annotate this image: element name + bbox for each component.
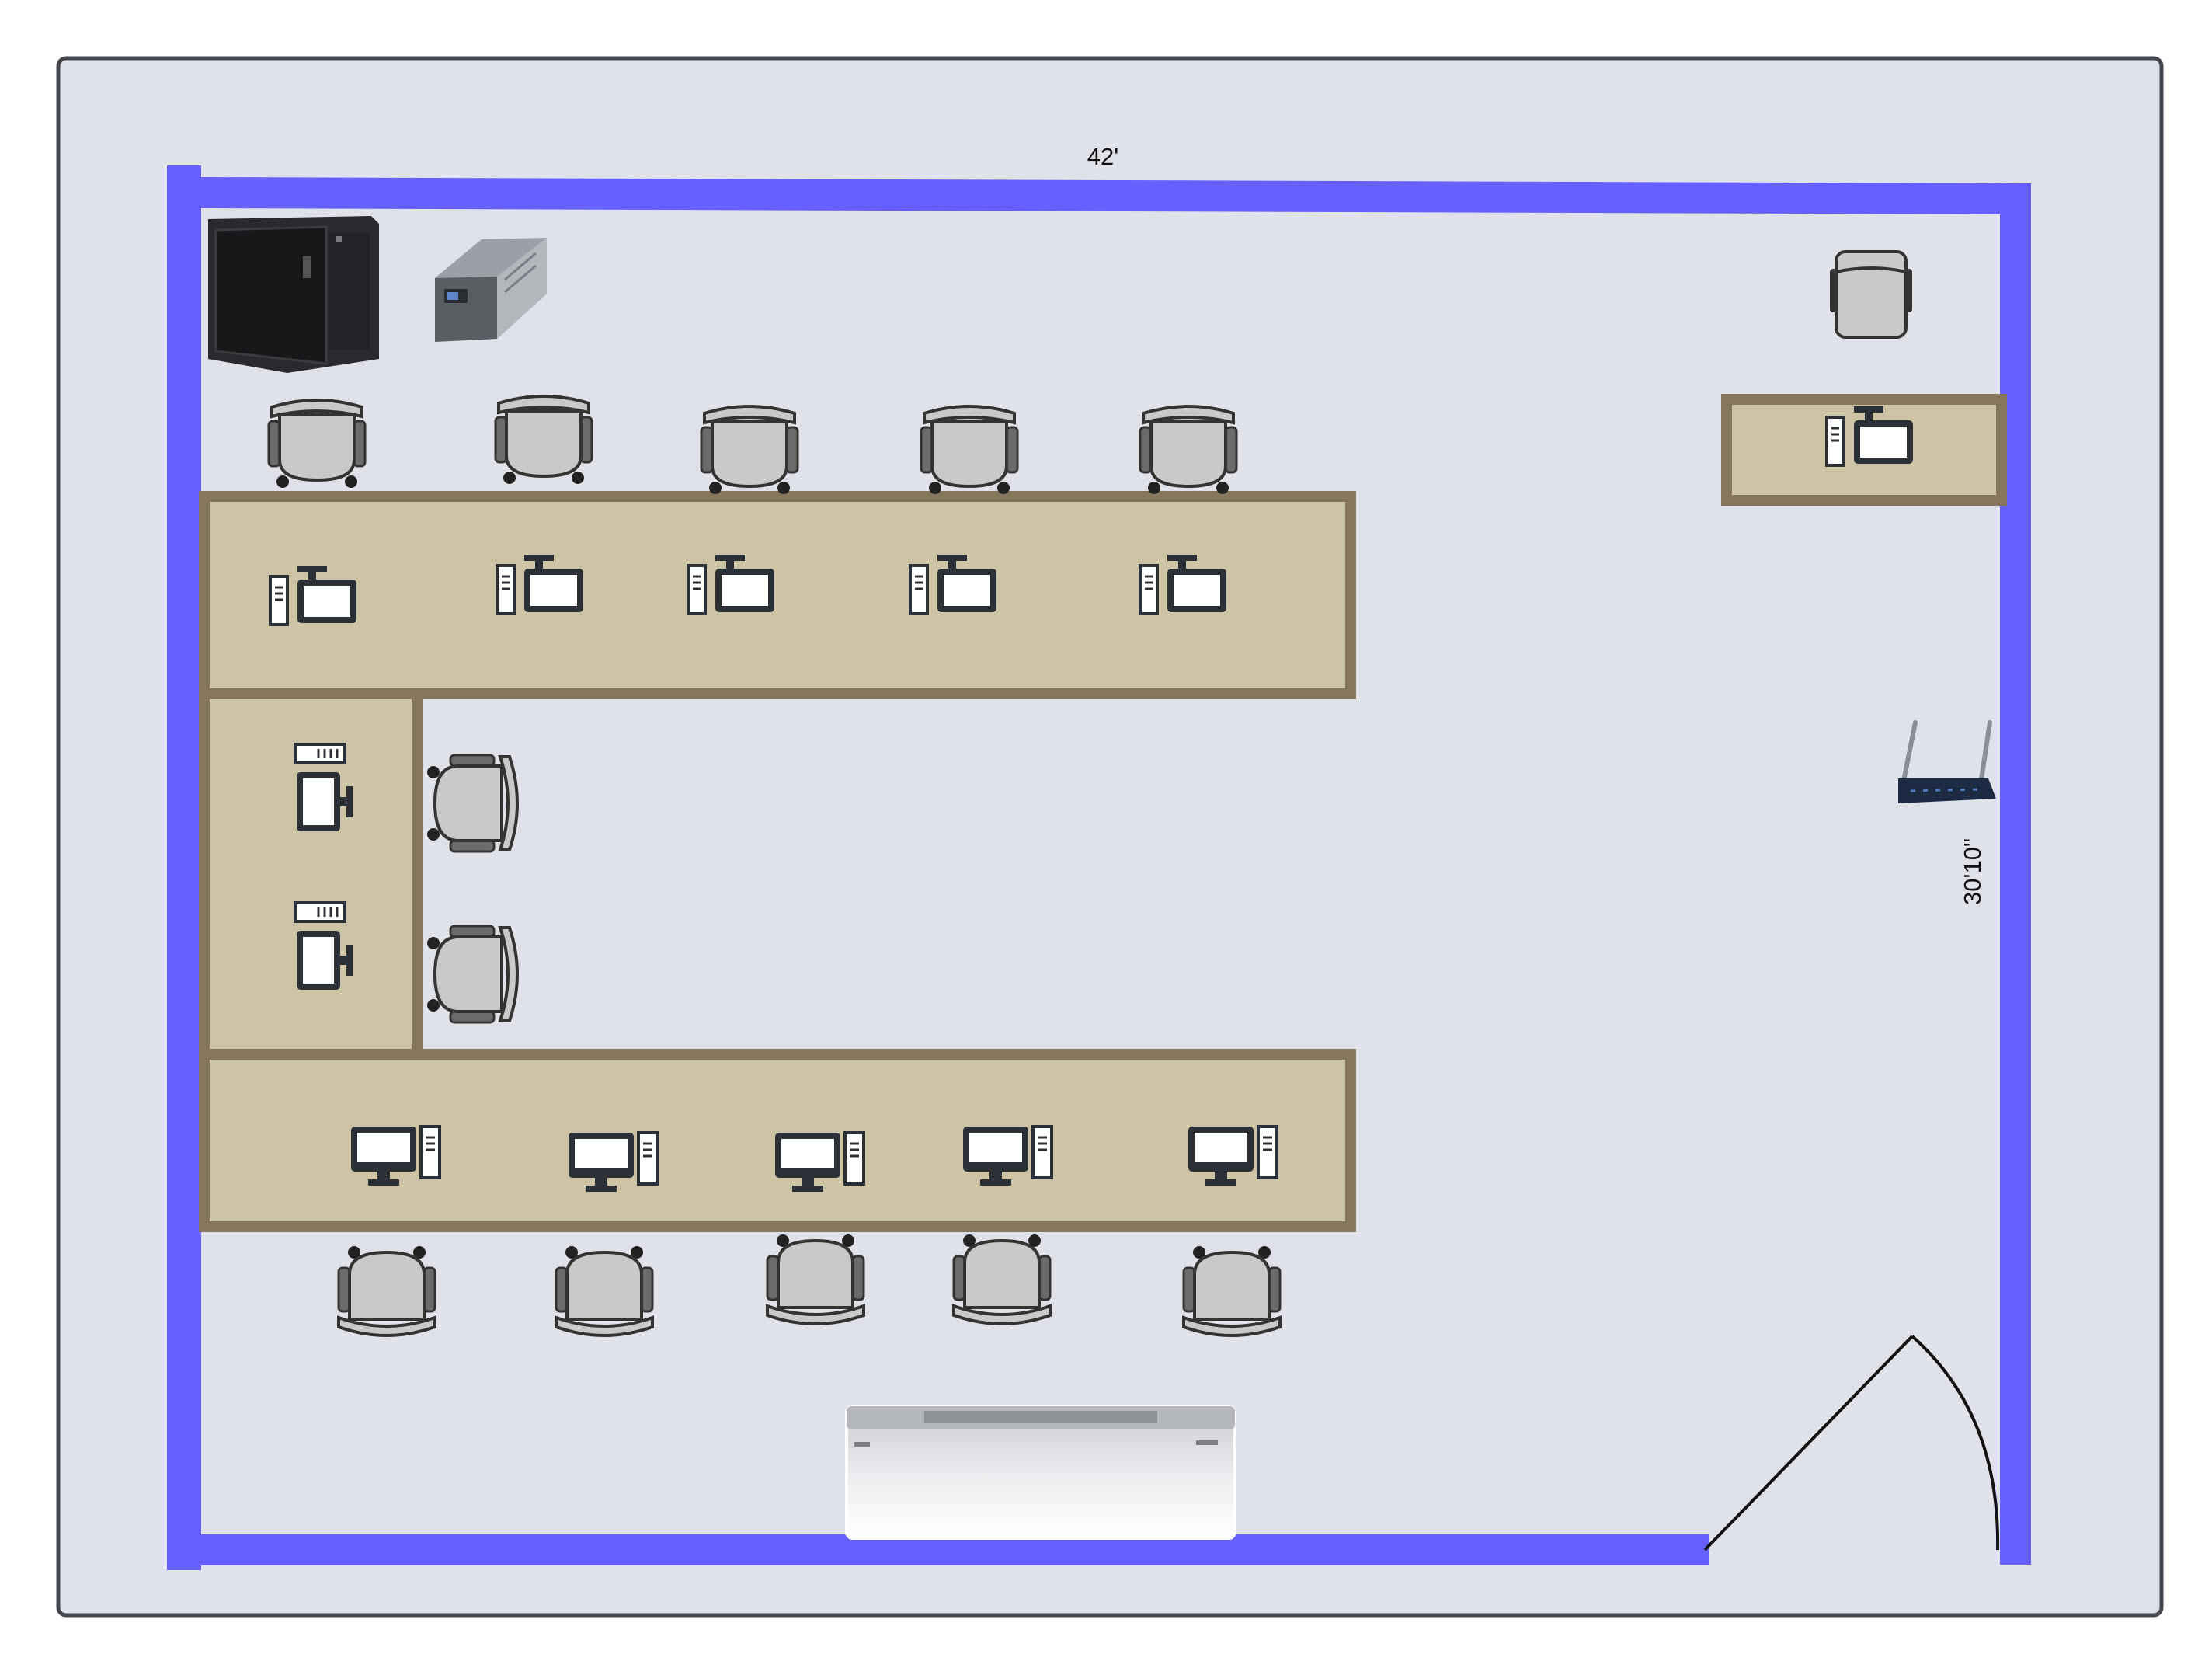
width-dimension-label: 42' [1087, 143, 1118, 170]
height-dimension-label: 30'10" [1959, 838, 1986, 905]
ups-icon [435, 238, 547, 342]
server-rack-icon [208, 216, 379, 373]
walls [167, 165, 2031, 1570]
chair-admin [1830, 250, 1912, 339]
printer-icon [845, 1405, 1236, 1540]
door-icon [1703, 1335, 2000, 1551]
desk-top-row [199, 491, 1356, 699]
wifi-router-icon [1898, 720, 1996, 803]
